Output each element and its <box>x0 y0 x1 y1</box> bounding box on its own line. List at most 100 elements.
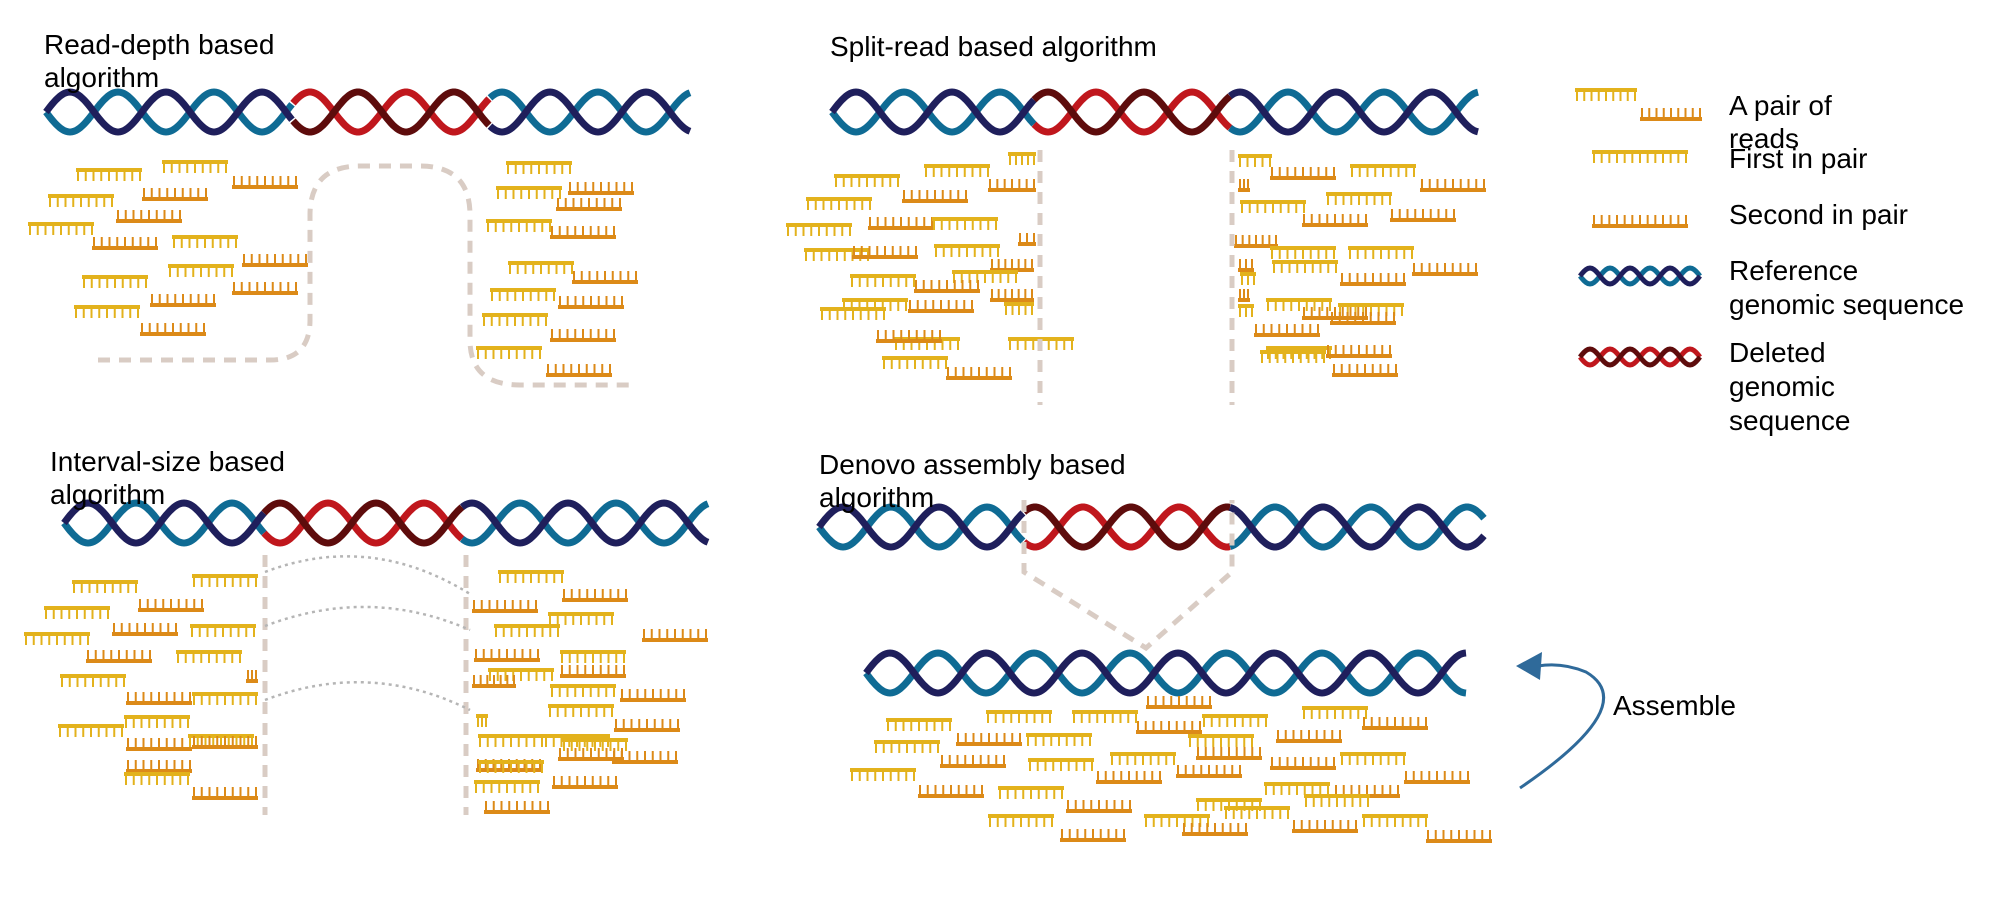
legend-reference-icon <box>1578 265 1702 287</box>
interval-size-title-line2: algorithm <box>50 479 165 510</box>
second-in-pair-read <box>1096 771 1162 784</box>
second-in-pair-read <box>138 599 204 612</box>
read-depth-title-line2: algorithm <box>44 62 159 93</box>
first-in-pair-read <box>988 814 1054 827</box>
first-in-pair-read <box>562 738 628 751</box>
second-in-pair-read <box>918 785 984 798</box>
second-in-pair-read <box>1270 757 1336 770</box>
first-in-pair-read <box>506 161 572 174</box>
second-in-pair-read <box>1018 233 1036 246</box>
read-layer <box>24 88 1702 843</box>
first-in-pair-read <box>934 244 1000 257</box>
second-in-pair-read <box>192 736 258 749</box>
first-in-pair-read <box>986 710 1052 723</box>
insert-size-link <box>264 555 471 596</box>
denovo-title-line1: Denovo assembly based <box>819 449 1126 480</box>
first-in-pair-read <box>478 734 544 747</box>
second-in-pair-read <box>956 733 1022 746</box>
first-in-pair-read <box>176 650 242 663</box>
second-in-pair-read <box>990 259 1034 272</box>
denovo-deletion-funnel <box>1021 500 1235 652</box>
first-in-pair-read <box>834 174 900 187</box>
second-in-pair-read <box>560 665 626 678</box>
first-in-pair-read <box>498 570 564 583</box>
second-in-pair-read <box>150 294 216 307</box>
second-in-pair-read <box>1238 179 1250 192</box>
first-in-pair-read <box>1028 758 1094 771</box>
first-in-pair-read <box>850 274 916 287</box>
first-in-pair-read <box>850 768 916 781</box>
second-in-pair-read <box>1060 829 1126 842</box>
second-in-pair-read <box>1146 696 1212 709</box>
second-in-pair-read <box>1390 209 1456 222</box>
second-in-pair-read <box>242 254 308 267</box>
first-in-pair-read <box>124 772 190 785</box>
second-in-pair-read <box>1326 345 1392 358</box>
first-in-pair-read <box>168 264 234 277</box>
second-in-pair-read <box>126 738 192 751</box>
second-in-pair-read <box>1182 823 1248 836</box>
first-in-pair-read <box>1240 200 1306 213</box>
second-in-pair-read <box>1254 324 1320 337</box>
interval-size-title-line1: Interval-size based <box>50 446 285 477</box>
first-in-pair-read <box>476 346 542 359</box>
legend-deleted-line3: sequence <box>1729 405 1850 436</box>
first-in-pair-read <box>1004 302 1034 315</box>
first-in-pair-read <box>482 313 548 326</box>
first-in-pair-read <box>1350 164 1416 177</box>
first-in-pair-read <box>1302 706 1368 719</box>
first-in-pair-read <box>548 704 614 717</box>
second-in-pair-read <box>990 289 1034 302</box>
first-in-pair-read <box>192 692 258 705</box>
first-in-pair-read <box>1240 272 1256 285</box>
second-in-pair-read <box>86 650 152 663</box>
first-in-pair-read <box>494 624 560 637</box>
first-in-pair-read <box>82 275 148 288</box>
legend-pair-line2: reads <box>1729 123 1799 154</box>
legend-deleted-line2: genomic <box>1729 371 1835 402</box>
first-in-pair-read <box>1110 752 1176 765</box>
denovo-title-line2: algorithm <box>819 482 934 513</box>
second-in-pair-read <box>1340 273 1406 286</box>
first-in-pair-read <box>192 574 258 587</box>
read-depth-coverage-boundary <box>98 163 634 388</box>
second-in-pair-read <box>902 190 968 203</box>
second-in-pair-read <box>1302 214 1368 227</box>
first-in-pair-read <box>1008 152 1036 165</box>
first-in-pair-read <box>1238 304 1254 317</box>
first-in-pair-read <box>1238 154 1272 167</box>
first-in-pair-read <box>496 186 562 199</box>
first-in-pair-read <box>1224 806 1290 819</box>
second-in-pair-read <box>140 323 206 336</box>
insert-size-link <box>264 605 471 632</box>
first-in-pair-read <box>172 235 238 248</box>
assemble-arrowhead <box>1516 652 1542 680</box>
legend-second-label: Second in pair <box>1729 199 1908 230</box>
legend-pair-line1: A pair of <box>1729 90 1832 121</box>
first-in-pair-read <box>924 164 990 177</box>
first-in-pair-read <box>1272 260 1338 273</box>
second-in-pair-read <box>1332 364 1398 377</box>
read-depth-dna <box>43 88 692 136</box>
first-in-pair-read <box>998 786 1064 799</box>
second-in-pair-read <box>1276 730 1342 743</box>
second-in-pair-read <box>1270 167 1336 180</box>
first-in-pair-read <box>58 724 124 737</box>
legend-reference-line2: genomic sequence <box>1729 289 1964 320</box>
second-in-pair-read <box>1292 820 1358 833</box>
second-in-pair-read <box>1362 717 1428 730</box>
second-in-pair-read <box>642 629 708 642</box>
first-in-pair-read <box>1340 752 1406 765</box>
second-in-pair-read <box>868 217 934 230</box>
second-in-pair-read <box>552 776 618 789</box>
first-in-pair-read <box>1264 782 1330 795</box>
second-in-pair-read <box>1412 263 1478 276</box>
first-in-pair-read <box>882 356 948 369</box>
first-in-pair-read <box>124 715 190 728</box>
second-in-pair-read <box>1066 800 1132 813</box>
first-in-pair-read <box>490 288 556 301</box>
first-in-pair-read <box>1362 814 1428 827</box>
second-in-pair-read <box>620 689 686 702</box>
first-in-pair-read <box>28 222 94 235</box>
first-in-pair-read <box>1188 734 1254 747</box>
